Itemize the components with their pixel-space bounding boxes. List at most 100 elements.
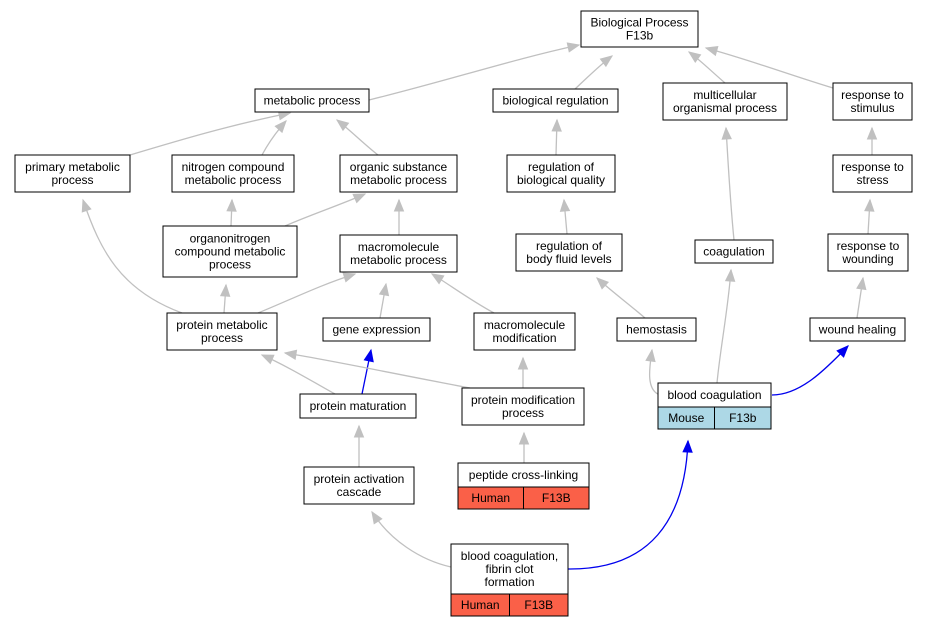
term-label: regulation of [536, 239, 603, 253]
term-label: process [201, 331, 243, 345]
term-box [827, 233, 909, 272]
is-a-edge [261, 354, 336, 395]
term-box [461, 387, 585, 426]
arrowhead [596, 277, 610, 290]
term-box [14, 154, 131, 193]
term-label: macromolecule [358, 240, 440, 254]
arrowhead [864, 198, 875, 212]
go-term-fibrin-clot[interactable]: blood coagulation,fibrin clotformationHu… [450, 543, 569, 617]
arrowhead [517, 356, 529, 370]
term-label: response to [841, 88, 904, 102]
go-term-coagulation[interactable]: coagulation [694, 239, 774, 264]
term-label: metabolic process [350, 253, 447, 267]
arrowhead [559, 198, 571, 212]
term-box [832, 154, 913, 193]
term-label: protein modification [471, 393, 575, 407]
term-label: gene expression [332, 323, 420, 337]
arrowhead [704, 45, 719, 57]
term-label: process [209, 258, 251, 272]
arrowhead [363, 348, 374, 363]
term-label: macromolecule [484, 318, 566, 332]
arrowhead [283, 349, 298, 360]
term-label: stimulus [850, 101, 894, 115]
is-a-edge [284, 352, 471, 389]
term-label: compound metabolic [175, 245, 286, 259]
term-label: metabolic process [185, 173, 282, 187]
term-label: blood coagulation, [461, 549, 558, 563]
term-box [662, 82, 788, 121]
is-a-edge [725, 127, 735, 241]
term-label: response to [841, 160, 904, 174]
gene-label: F13b [729, 411, 757, 425]
arrowhead [866, 126, 878, 140]
arrowhead [724, 268, 736, 282]
term-label: protein metabolic [176, 318, 267, 332]
go-term-protein-maturation[interactable]: protein maturation [299, 393, 417, 419]
arrowhead [721, 126, 732, 140]
arrowhead [836, 345, 849, 358]
go-term-biological-regulation[interactable]: biological regulation [492, 88, 619, 113]
term-label: process [502, 406, 544, 420]
arrowhead [81, 198, 92, 213]
term-box [492, 88, 619, 113]
term-box [580, 10, 699, 48]
term-box [457, 462, 590, 488]
arrowhead [352, 193, 367, 204]
go-term-metabolic-process[interactable]: metabolic process [254, 88, 370, 113]
gene-cell [509, 593, 569, 617]
term-box [299, 393, 417, 419]
term-label: formation [484, 575, 534, 589]
arrowhead [393, 198, 405, 212]
term-label: peptide cross-linking [469, 468, 578, 482]
term-box [162, 225, 298, 278]
term-box [809, 317, 906, 342]
arrowhead [378, 282, 390, 297]
term-box [322, 317, 431, 342]
term-label: metabolic process [264, 94, 361, 108]
is-a-edge [82, 199, 183, 314]
is-a-edge [284, 193, 366, 227]
term-box [616, 317, 697, 342]
term-label: organismal process [673, 101, 777, 115]
go-term-wound-healing[interactable]: wound healing [809, 317, 906, 342]
term-box [254, 88, 370, 113]
term-label: modification [492, 331, 556, 345]
go-term-gene-expression[interactable]: gene expression [322, 317, 431, 342]
species-label: Human [471, 491, 510, 505]
term-label: wounding [841, 252, 893, 266]
arrowhead [219, 283, 231, 297]
arrowhead [430, 273, 445, 285]
is-a-edge [371, 511, 452, 568]
term-label: process [51, 173, 93, 187]
arrowhead [856, 276, 867, 291]
is-a-edge [368, 44, 580, 101]
term-label: biological regulation [502, 94, 608, 108]
arrowhead [682, 439, 693, 453]
go-term-hemostasis[interactable]: hemostasis [616, 317, 697, 342]
term-label: regulation of [528, 160, 595, 174]
gene-cell [714, 406, 772, 430]
term-label: organic substance [350, 160, 448, 174]
term-label: cascade [337, 485, 382, 499]
arrowhead [518, 431, 530, 445]
